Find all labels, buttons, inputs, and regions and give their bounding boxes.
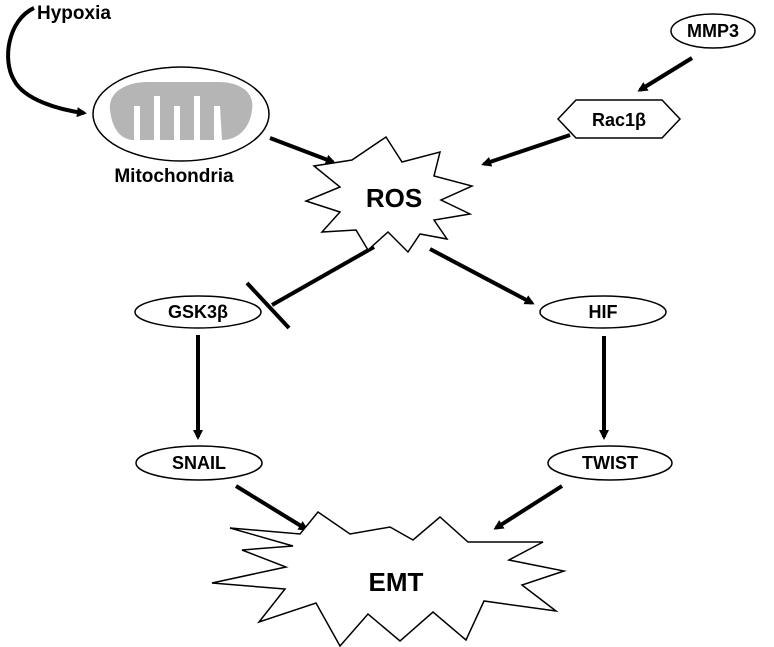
snail-node: SNAIL [135, 445, 263, 481]
mitochondria-cristae-icon [109, 82, 253, 140]
snail-label: SNAIL [172, 453, 226, 473]
emt-label: EMT [369, 567, 424, 597]
ros-node: ROS [303, 135, 475, 254]
edge-twist-emt [493, 484, 564, 530]
edge-rac1b-ros [481, 133, 571, 167]
edge-ros-gsk3b-inhibit-bar [245, 281, 291, 330]
edge-mitochondria-ros [269, 136, 336, 165]
twist-label: TWIST [582, 453, 638, 473]
gsk3b-label: GSK3β [168, 302, 228, 322]
mitochondria-node [92, 66, 270, 162]
emt-node: EMT [211, 510, 567, 647]
rac1b-node: Rac1β [556, 99, 682, 139]
mitochondria-label: Mitochondria [114, 166, 234, 187]
hif-label: HIF [589, 302, 618, 322]
hypoxia-label: Hypoxia [37, 3, 111, 24]
gsk3b-node: GSK3β [134, 295, 262, 329]
rac1b-label: Rac1β [592, 110, 646, 130]
edge-hypoxia-mitochondria [6, 6, 87, 118]
mmp3-label: MMP3 [687, 21, 739, 41]
edge-mmp3-rac1b [637, 56, 694, 92]
hif-node: HIF [539, 295, 667, 329]
edge-snail-emt [234, 484, 309, 531]
mmp3-node: MMP3 [670, 13, 756, 49]
edge-ros-gsk3b-inhibit [271, 245, 375, 307]
edge-ros-hif [429, 247, 535, 305]
twist-node: TWIST [547, 445, 673, 481]
ros-label: ROS [366, 183, 422, 213]
